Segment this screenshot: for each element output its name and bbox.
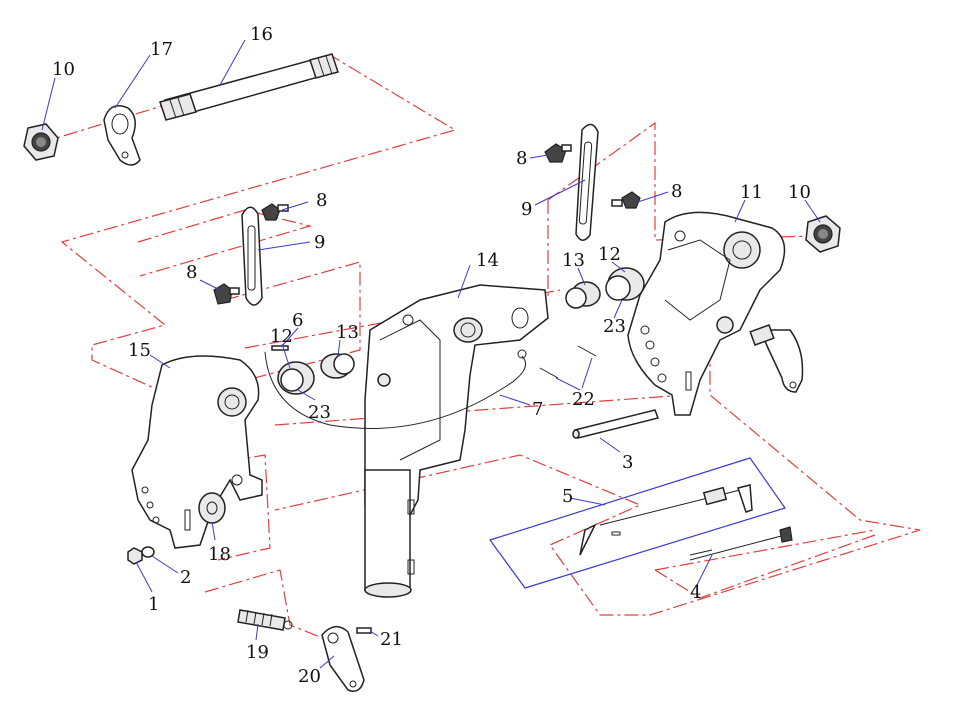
callout-8: 8 xyxy=(516,148,527,169)
part-4-bolt xyxy=(689,526,793,561)
part-3-rod xyxy=(572,409,659,439)
callout-14: 14 xyxy=(476,250,499,271)
callout-8: 8 xyxy=(186,262,197,283)
callout-6: 6 xyxy=(292,310,303,331)
callout-9: 9 xyxy=(521,199,532,220)
part-9-link-right xyxy=(575,123,599,241)
part-13-bushing-right xyxy=(565,281,601,309)
callout-13: 13 xyxy=(336,322,359,343)
part-13-bushing-left xyxy=(320,353,355,379)
callout-19: 19 xyxy=(246,642,269,663)
callout-20: 20 xyxy=(298,666,321,687)
callout-leaders xyxy=(41,39,821,669)
callout-11: 11 xyxy=(740,182,763,203)
part-12-bushing-left xyxy=(277,361,315,395)
part-11-lever xyxy=(749,324,804,393)
callout-12: 12 xyxy=(270,326,293,347)
callout-10: 10 xyxy=(52,59,75,80)
callout-23: 23 xyxy=(308,402,331,423)
callout-13: 13 xyxy=(562,250,585,271)
callout-12: 12 xyxy=(598,244,621,265)
callout-1: 1 xyxy=(148,594,159,615)
callout-18: 18 xyxy=(208,544,231,565)
part-15-clamp-bracket-left xyxy=(131,355,263,549)
part-7-cable xyxy=(264,351,526,429)
part-18-washer xyxy=(198,492,226,524)
part-5-group-box xyxy=(489,457,786,589)
part-16-shaft xyxy=(159,53,339,121)
callout-17: 17 xyxy=(150,39,173,60)
part-14-swivel-bracket xyxy=(364,284,549,598)
callout-21: 21 xyxy=(380,629,403,650)
callout-labels: 10 17 16 8 9 8 8 9 8 11 10 14 13 12 23 1… xyxy=(52,24,811,687)
part-21-pin xyxy=(356,627,372,634)
callout-10: 10 xyxy=(788,182,811,203)
part-7-cable-eye xyxy=(517,349,527,359)
callout-5: 5 xyxy=(562,486,573,507)
callout-22: 22 xyxy=(572,389,595,410)
part-1-nut xyxy=(127,547,143,565)
callout-9: 9 xyxy=(314,232,325,253)
part-8-screw-d xyxy=(611,191,641,209)
callout-3: 3 xyxy=(622,452,633,473)
part-2-washer xyxy=(141,546,155,558)
part-9-link-left xyxy=(241,206,263,306)
part-10-nut-left xyxy=(23,123,59,161)
part-6-pin xyxy=(271,345,289,351)
callout-23: 23 xyxy=(603,316,626,337)
callout-8: 8 xyxy=(316,190,327,211)
callout-8: 8 xyxy=(671,181,682,202)
part-8-screw-b xyxy=(213,283,240,305)
part-8-screw-c xyxy=(544,143,572,163)
callout-2: 2 xyxy=(180,567,191,588)
part-8-screw-a xyxy=(261,203,289,221)
callout-4: 4 xyxy=(690,582,701,603)
part-10-nut-right xyxy=(805,215,841,253)
callout-16: 16 xyxy=(250,24,273,45)
part-5-spring-rod xyxy=(579,484,753,556)
part-20-lever-plate xyxy=(321,626,365,692)
callout-7: 7 xyxy=(532,399,543,420)
part-12-bushing-right xyxy=(605,267,645,301)
part-19-spring-pin xyxy=(237,609,293,631)
callout-15: 15 xyxy=(128,340,151,361)
part-11-clamp-bracket-right xyxy=(627,211,786,416)
part-17-bracket xyxy=(103,105,141,166)
part-22-bolts xyxy=(539,345,597,379)
